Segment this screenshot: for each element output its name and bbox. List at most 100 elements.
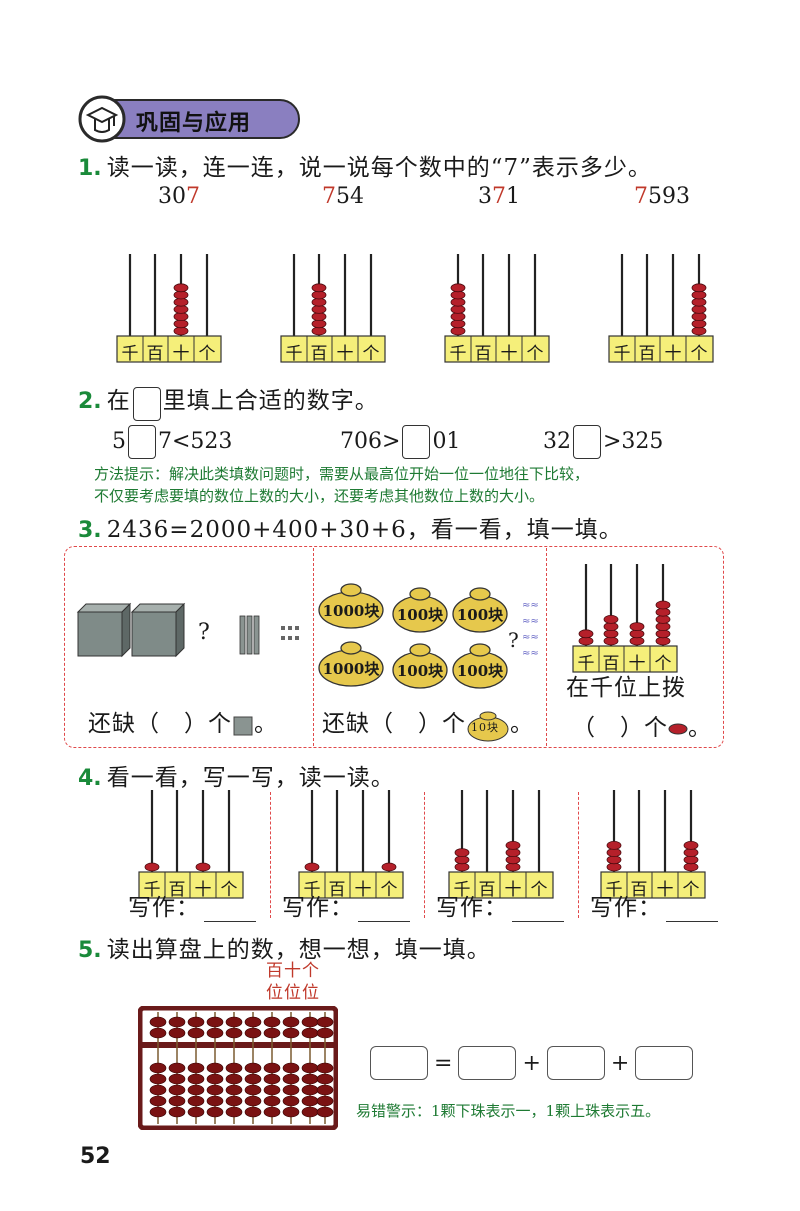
lower-bead	[149, 1084, 167, 1096]
q2-input-box-3[interactable]	[573, 425, 601, 459]
bead	[606, 841, 622, 850]
upper-bead	[206, 1027, 224, 1039]
bead	[691, 326, 707, 336]
lower-bead	[206, 1062, 224, 1074]
q1-number-3: 371	[478, 184, 520, 209]
q5-hundreds-box[interactable]	[458, 1046, 517, 1080]
thousand-cube-icon	[76, 602, 132, 658]
bead	[603, 636, 619, 646]
lower-bead	[316, 1095, 334, 1107]
thousand-cube-icon	[130, 602, 186, 658]
place-label-2: 十	[664, 344, 682, 364]
q1-number-1: 307	[158, 184, 200, 209]
q2-input-box-2[interactable]	[402, 425, 431, 459]
lower-bead	[168, 1073, 186, 1085]
hundred-flat-icon	[233, 716, 253, 736]
bead	[655, 636, 671, 646]
place-label-0: 千	[285, 344, 303, 364]
bead	[311, 290, 327, 300]
money-bag-6: 100块	[452, 640, 508, 694]
upper-bead	[244, 1016, 262, 1028]
bead	[683, 862, 699, 872]
lower-bead	[301, 1084, 319, 1096]
q2-prompt: 2. 在里填上合适的数字。	[78, 381, 379, 421]
q3-divider-2	[546, 548, 547, 746]
upper-bead	[187, 1027, 205, 1039]
lower-bead	[263, 1062, 281, 1074]
bead	[450, 326, 466, 336]
q2-number: 2.	[78, 389, 102, 414]
lower-bead	[244, 1084, 262, 1096]
q3-panel-frame	[64, 546, 724, 748]
q2-item-2: 706>01	[340, 425, 460, 459]
place-label-0: 千	[605, 880, 623, 900]
q3-number: 3.	[78, 518, 102, 543]
q4-answer-line-3[interactable]	[512, 899, 564, 922]
upper-bead	[149, 1016, 167, 1028]
q3-prompt: 3. 2436=2000+400+30+6，看一看，填一填。	[78, 510, 623, 544]
lower-bead	[168, 1095, 186, 1107]
q4-write-3: 写作：	[436, 888, 564, 922]
bead	[381, 862, 397, 872]
lower-bead	[206, 1106, 224, 1118]
q4-answer-line-1[interactable]	[204, 899, 256, 922]
lower-bead	[282, 1073, 300, 1085]
bead	[683, 841, 699, 850]
place-label-3: 个	[654, 654, 672, 674]
money-bag-3: 100块	[452, 584, 508, 638]
lower-bead	[168, 1084, 186, 1096]
upper-bead	[263, 1027, 281, 1039]
place-label-1: 百	[630, 880, 648, 900]
hint-line-1: 方法提示：解决此类填数问题时，需要从最高位开始一位一位地往下比较，	[94, 465, 590, 483]
place-label-1: 百	[638, 344, 656, 364]
q1-number-4: 7593	[634, 184, 690, 209]
lower-bead	[244, 1095, 262, 1107]
bead	[454, 862, 470, 872]
place-label-3: 个	[380, 880, 398, 900]
bead	[505, 841, 521, 850]
bead	[173, 290, 189, 300]
q2-input-box-1[interactable]	[128, 425, 156, 459]
lower-bead	[225, 1084, 243, 1096]
lower-bead	[301, 1106, 319, 1118]
bead	[173, 312, 189, 321]
q5-number: 5.	[78, 938, 102, 963]
lower-bead	[149, 1095, 167, 1107]
q4-abacus-3: 千百十个	[448, 788, 554, 910]
bead	[173, 297, 189, 307]
q3-abacus-frame: 千百十个	[572, 562, 678, 684]
lower-bead	[187, 1095, 205, 1107]
q4-divider-2	[424, 792, 425, 918]
place-label-1: 百	[168, 880, 186, 900]
q4-number: 4.	[78, 766, 102, 791]
q1-prompt: 1. 读一读，连一连，说一说每个数中的“7”表示多少。	[78, 148, 652, 182]
lower-bead	[187, 1073, 205, 1085]
q5-ones-box[interactable]	[635, 1046, 694, 1080]
upper-bead	[149, 1027, 167, 1039]
upper-bead	[263, 1016, 281, 1028]
section-header: 巩固与应用	[78, 94, 303, 144]
ten-rods-icon	[239, 615, 260, 655]
place-label-1: 百	[310, 344, 328, 364]
bead	[691, 283, 707, 293]
q5-tens-box[interactable]	[546, 1046, 605, 1080]
lower-bead	[225, 1062, 243, 1074]
place-label-1: 百	[474, 344, 492, 364]
q3-blocks-figure	[76, 602, 299, 658]
lower-bead	[301, 1073, 319, 1085]
q3-panel3-line2: （ ）个。	[572, 715, 712, 741]
bead	[629, 636, 645, 646]
money-bag-2: 100块	[392, 584, 448, 638]
q4-answer-line-4[interactable]	[666, 899, 718, 922]
upper-bead	[168, 1027, 186, 1039]
place-label-0: 千	[577, 654, 595, 674]
q1-number-2: 754	[322, 184, 364, 209]
q4-answer-line-2[interactable]	[358, 899, 410, 922]
lower-bead	[225, 1073, 243, 1085]
q5-total-box[interactable]	[370, 1046, 428, 1080]
place-label-1: 百	[478, 880, 496, 900]
q2-hint: 方法提示：解决此类填数问题时，需要从最高位开始一位一位地往下比较， 不仅要考虑要…	[94, 463, 589, 507]
bead	[173, 305, 189, 314]
